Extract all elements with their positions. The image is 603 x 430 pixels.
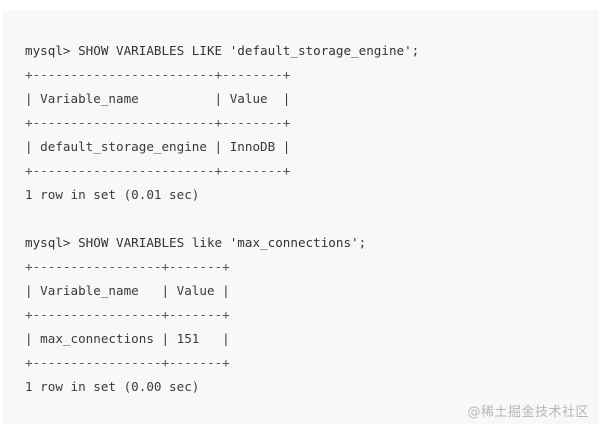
table-border: +------------------------+--------+ — [25, 67, 291, 82]
table-border: +-----------------+-------+ — [25, 355, 230, 370]
table-border: +-----------------+-------+ — [25, 259, 230, 274]
watermark: @稀土掘金技术社区 — [467, 405, 589, 420]
table-border: +------------------------+--------+ — [25, 115, 291, 130]
result-summary: 1 row in set (0.00 sec) — [25, 379, 200, 394]
table-row: | default_storage_engine | InnoDB | — [25, 139, 291, 154]
code-block: mysql> SHOW VARIABLES LIKE 'default_stor… — [3, 10, 599, 424]
table-header-row: | Variable_name | Value | — [25, 91, 291, 106]
query-line-1: mysql> SHOW VARIABLES LIKE 'default_stor… — [25, 43, 420, 58]
table-border: +-----------------+-------+ — [25, 307, 230, 322]
result-summary: 1 row in set (0.01 sec) — [25, 187, 200, 202]
query-line-2: mysql> SHOW VARIABLES like 'max_connecti… — [25, 235, 367, 250]
table-header-row: | Variable_name | Value | — [25, 283, 230, 298]
blank-line — [25, 207, 599, 231]
table-border: +------------------------+--------+ — [25, 163, 291, 178]
table-row: | max_connections | 151 | — [25, 331, 230, 346]
